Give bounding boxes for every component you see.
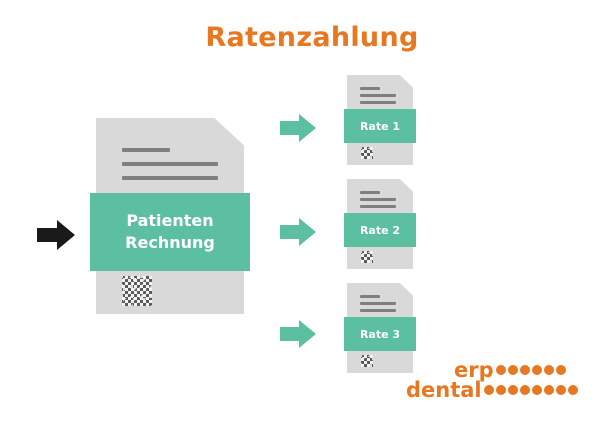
- arrow-shape: [280, 218, 316, 246]
- logo-dot: [507, 365, 518, 375]
- installment-arrow-icon: [280, 218, 316, 246]
- page-title: Ratenzahlung: [205, 22, 419, 53]
- logo-word-erp: erp: [454, 358, 494, 382]
- logo-dot: [567, 385, 578, 395]
- document-label-band: Patienten Rechnung: [90, 193, 250, 271]
- document-label-line1: Patienten: [126, 211, 214, 230]
- logo-dot: [531, 365, 542, 375]
- arrow-shape: [280, 114, 316, 142]
- document-text-line: [122, 162, 218, 166]
- document-text-line: [122, 176, 218, 180]
- arrow-shape: [280, 320, 316, 348]
- installment-label-band: Rate 3: [344, 317, 416, 351]
- installment-label-band: Rate 2: [344, 213, 416, 247]
- input-arrow-shape: [37, 220, 75, 250]
- logo-dots-dental: [483, 385, 578, 395]
- document-text-line: [360, 101, 396, 104]
- document-text-line: [360, 94, 396, 97]
- logo-dot: [483, 385, 494, 395]
- document-text-line: [360, 198, 396, 201]
- document-text-line: [360, 302, 396, 305]
- logo-row-erp: erp: [394, 358, 594, 382]
- qr-code-icon: [361, 355, 373, 367]
- logo-dot: [507, 385, 518, 395]
- logo-dot: [519, 385, 530, 395]
- logo-dots-erp: [495, 365, 566, 375]
- logo-dot: [495, 365, 506, 375]
- document-label-line2: Rechnung: [125, 233, 215, 252]
- document-text-line: [360, 87, 380, 90]
- logo-word-dental: dental: [406, 378, 482, 402]
- logo-row-dental: dental: [394, 378, 594, 402]
- logo-dot: [555, 365, 566, 375]
- installment-label: Rate 3: [359, 327, 401, 341]
- erp-dental-logo: erp dental: [394, 358, 594, 402]
- qr-code-icon: [122, 276, 152, 306]
- logo-dot: [531, 385, 542, 395]
- qr-code-icon: [361, 147, 373, 159]
- document-text-line: [360, 295, 380, 298]
- document-text-line: [360, 191, 380, 194]
- document-text-line: [360, 205, 396, 208]
- logo-dot: [519, 365, 530, 375]
- document-text-line: [122, 148, 170, 152]
- logo-dot: [555, 385, 566, 395]
- installment-label: Rate 1: [359, 119, 401, 133]
- input-arrow-icon: [37, 220, 75, 250]
- qr-code-icon: [361, 251, 373, 263]
- installment-label-band: Rate 1: [344, 109, 416, 143]
- installment-arrow-icon: [280, 320, 316, 348]
- logo-dot: [543, 365, 554, 375]
- installment-arrow-icon: [280, 114, 316, 142]
- logo-dot: [495, 385, 506, 395]
- installment-label: Rate 2: [359, 223, 401, 237]
- document-text-line: [360, 309, 396, 312]
- logo-dot: [543, 385, 554, 395]
